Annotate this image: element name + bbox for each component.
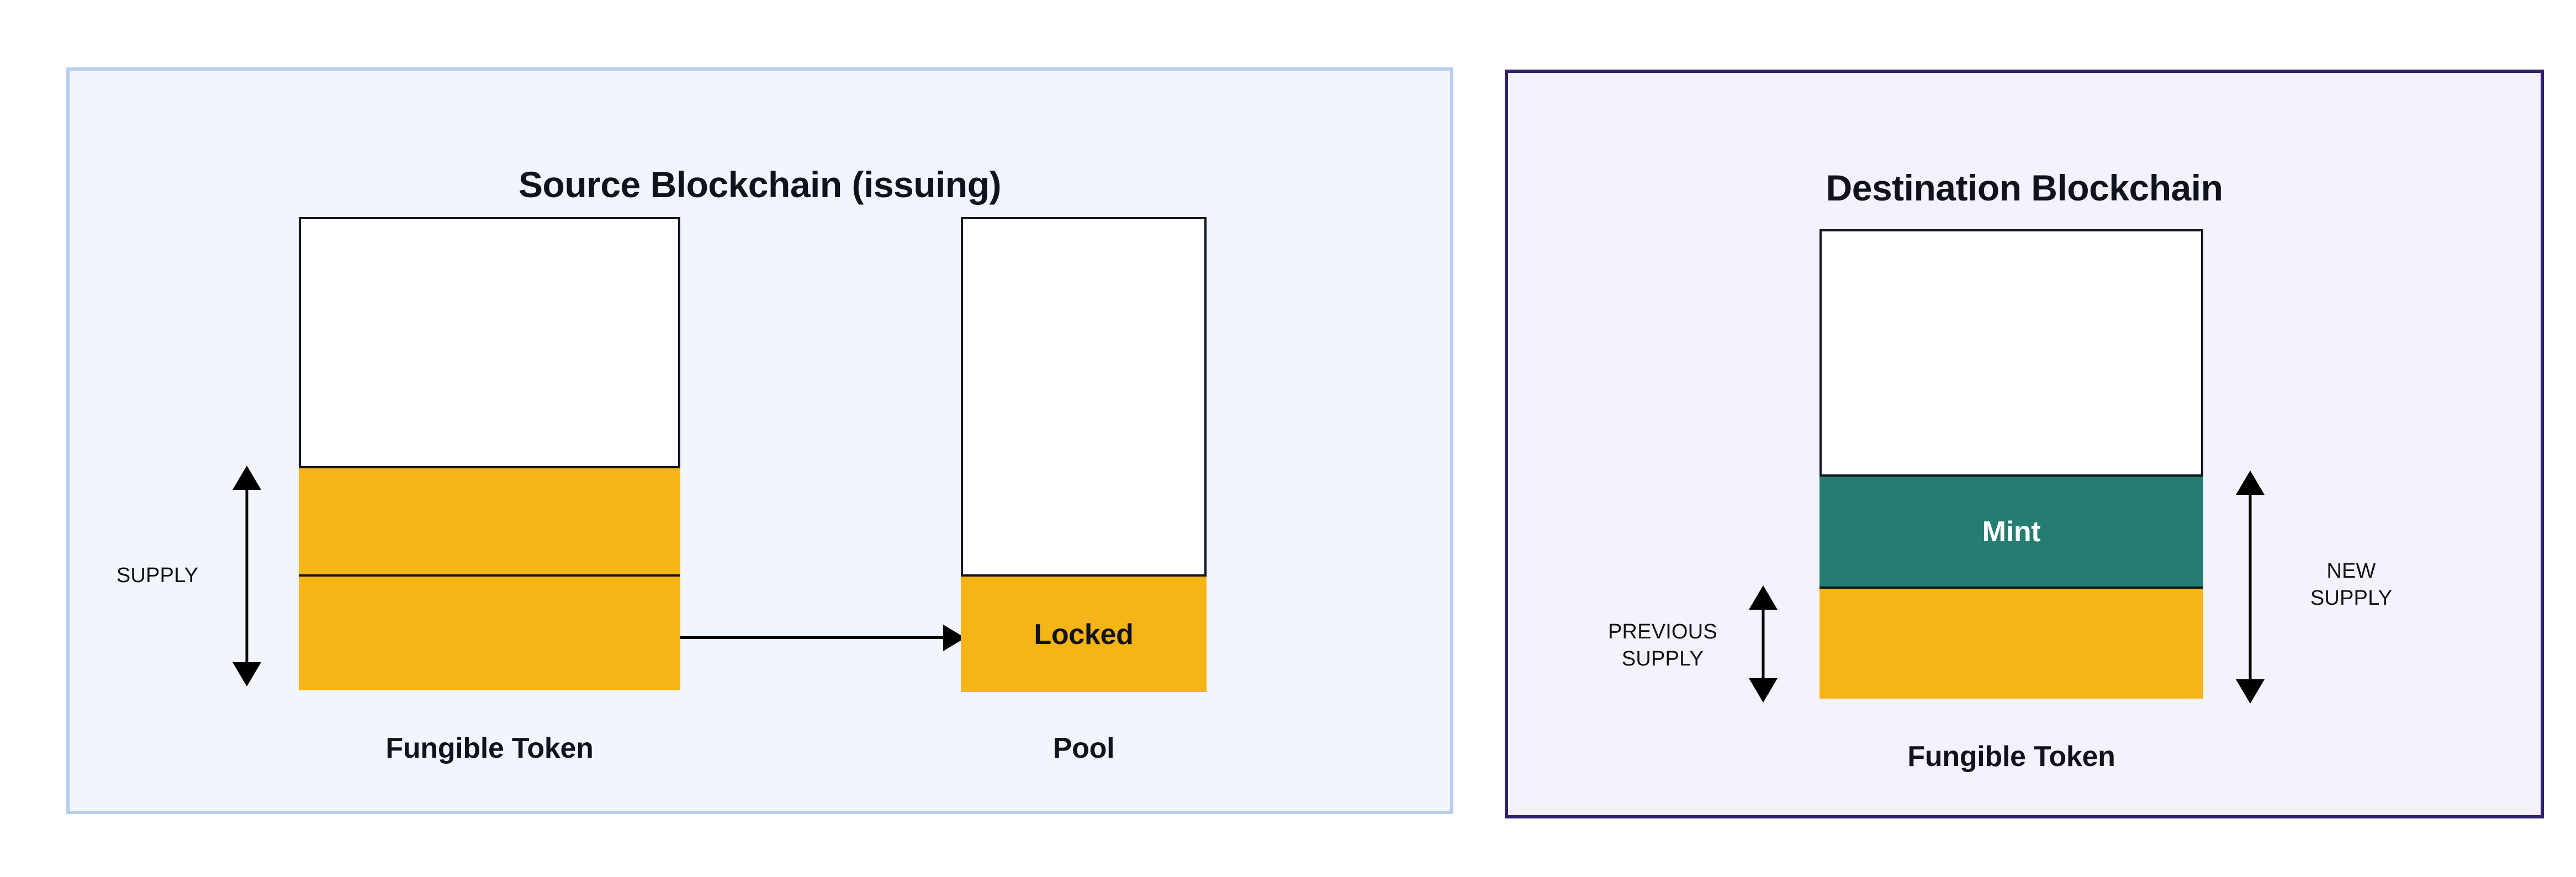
previous-supply-measure-label: PREVIOUS SUPPLY: [1608, 620, 1717, 670]
arrow-down-head-icon: [1749, 678, 1778, 702]
destination-previous-supply-segment: [1819, 587, 2203, 699]
source-fungible-token-caption: Fungible Token: [385, 732, 594, 764]
destination-fungible-token-bar: Mint: [1819, 229, 2203, 699]
new-supply-measure-label: NEW SUPPLY: [2310, 559, 2393, 610]
pool-bar: Locked: [961, 217, 1207, 692]
source-panel-title: Source Blockchain (issuing): [518, 164, 1002, 205]
transfer-arrow-icon: [680, 625, 965, 651]
arrow-shaft: [245, 477, 248, 675]
source-supply-upper-segment: [299, 466, 680, 574]
pool-locked-label: Locked: [1034, 618, 1134, 651]
arrow-down-head-icon: [232, 662, 261, 686]
destination-fungible-token-caption: Fungible Token: [1907, 741, 2115, 773]
pool-locked-segment: Locked: [961, 574, 1207, 692]
previous-supply-measure-arrow: [1748, 585, 1778, 702]
arrow-down-head-icon: [2236, 679, 2265, 704]
source-fungible-token-bar: [299, 217, 680, 690]
source-supply-lower-segment: [299, 574, 680, 690]
arrow-shaft: [1762, 596, 1765, 691]
destination-mint-segment: Mint: [1819, 474, 2203, 587]
destination-mint-label: Mint: [1982, 515, 2041, 548]
new-supply-measure-arrow: [2235, 471, 2265, 704]
supply-measure-arrow: [232, 466, 262, 686]
source-blockchain-panel: Source Blockchain (issuing): [66, 67, 1453, 814]
destination-panel-title: Destination Blockchain: [1826, 167, 2223, 208]
arrow-shaft: [2249, 482, 2252, 693]
pool-caption: Pool: [1052, 732, 1115, 764]
supply-measure-label: SUPPLY: [116, 564, 199, 587]
arrow-shaft: [680, 636, 949, 639]
